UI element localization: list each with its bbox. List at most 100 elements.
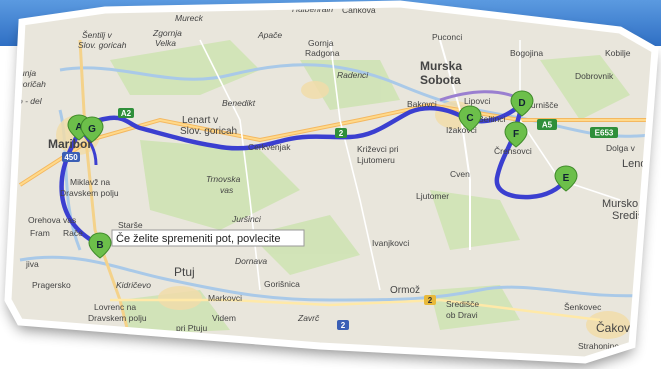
place-label: Središče bbox=[446, 299, 479, 309]
place-label: Gornja bbox=[308, 38, 334, 48]
svg-text:Če želite spremeniti pot, povl: Če želite spremeniti pot, povlecite bbox=[116, 232, 280, 245]
place-label: Ljutomer bbox=[416, 191, 449, 201]
place-label: Slov. goricah bbox=[78, 40, 127, 50]
svg-text:G: G bbox=[88, 124, 96, 135]
place-label: Dobrovnik bbox=[575, 71, 614, 81]
place-label: Markovci bbox=[208, 293, 242, 303]
marker-b[interactable]: B bbox=[88, 232, 112, 259]
place-label: Mursko bbox=[602, 198, 638, 210]
place-label: Radenci bbox=[337, 70, 369, 80]
shield-2b: 2 bbox=[337, 320, 349, 330]
place-label: Cerkvenjak bbox=[248, 142, 291, 152]
place-label: jiva bbox=[25, 259, 39, 269]
place-label: Črensovci bbox=[494, 146, 532, 156]
place-label: Miklavž na bbox=[70, 177, 110, 187]
place-label: Orehova vas bbox=[28, 215, 76, 225]
place-label: Benedikt bbox=[222, 98, 256, 108]
place-label: Sobota bbox=[420, 73, 461, 87]
place-label: Dravskem polju bbox=[88, 313, 147, 323]
place-label: Strahonine bbox=[578, 341, 619, 351]
place-label: vas bbox=[220, 185, 234, 195]
place-label: Ormož bbox=[390, 285, 420, 296]
place-label: Apače bbox=[257, 30, 282, 40]
place-label: ob Dravi bbox=[446, 310, 478, 320]
svg-text:B: B bbox=[96, 240, 103, 251]
svg-text:2: 2 bbox=[428, 296, 433, 305]
place-label: unja bbox=[20, 68, 36, 78]
place-label: Beltinci bbox=[478, 114, 506, 124]
place-label: Ivanjkovci bbox=[372, 238, 409, 248]
place-label: Križevci pri bbox=[357, 144, 399, 154]
place-label: Dravskem polju bbox=[60, 188, 119, 198]
svg-text:2: 2 bbox=[341, 321, 346, 330]
place-label: Starše bbox=[118, 220, 143, 230]
svg-text:A: A bbox=[75, 122, 82, 133]
forest-areas bbox=[110, 40, 630, 335]
marker-e[interactable]: E bbox=[554, 165, 578, 192]
shield-a2: A2 bbox=[118, 108, 134, 118]
svg-text:A2: A2 bbox=[121, 109, 132, 118]
marker-g[interactable]: G bbox=[80, 116, 104, 143]
place-label: Ljutomeru bbox=[357, 155, 395, 165]
place-label: Murska bbox=[420, 59, 462, 73]
place-label: Ižakovci bbox=[446, 125, 477, 135]
svg-text:C: C bbox=[466, 113, 473, 124]
place-label: o - del bbox=[18, 96, 43, 106]
place-label: Zgornja bbox=[152, 28, 182, 38]
place-label: Turnišče bbox=[526, 100, 559, 110]
place-label: Ptuj bbox=[174, 265, 195, 279]
svg-text:450: 450 bbox=[64, 153, 78, 162]
shield-e653: E653 bbox=[590, 127, 618, 138]
place-label: Rače bbox=[63, 228, 83, 238]
place-label: Lipovci bbox=[464, 96, 491, 106]
place-label: Mureck bbox=[175, 13, 204, 23]
place-label: Čakove bbox=[596, 320, 637, 335]
place-label: Lenart v bbox=[182, 115, 218, 126]
place-label: Maribor bbox=[48, 137, 92, 151]
marker-c[interactable]: C bbox=[458, 105, 482, 132]
shield-450: 450 bbox=[62, 152, 80, 162]
place-label: Pragersko bbox=[32, 280, 71, 290]
place-label: Šenkovec bbox=[564, 302, 602, 312]
place-label: Gorišnica bbox=[264, 279, 300, 289]
place-label: Dolga v bbox=[606, 143, 636, 153]
marker-d[interactable]: D bbox=[510, 90, 534, 117]
place-label: Videm bbox=[212, 313, 236, 323]
place-label: Trnovska bbox=[206, 174, 241, 184]
place-label: Juršinci bbox=[231, 214, 262, 224]
map-border bbox=[4, 0, 659, 364]
place-label: Cven bbox=[450, 169, 470, 179]
drag-route-tooltip: Če želite spremeniti pot, povlecite bbox=[111, 229, 305, 247]
place-label: Radgona bbox=[305, 48, 340, 58]
place-label: Središče bbox=[612, 210, 655, 222]
svg-text:E653: E653 bbox=[595, 129, 614, 138]
place-label: Cankova bbox=[342, 5, 376, 15]
place-label: Velka bbox=[155, 38, 176, 48]
place-label: Zavrč bbox=[297, 313, 320, 323]
place-label: Dornava bbox=[235, 256, 267, 266]
svg-text:A5: A5 bbox=[542, 121, 553, 130]
svg-text:2: 2 bbox=[339, 129, 344, 138]
road-shields: E653 A5 A2 2 2 2 450 bbox=[62, 108, 618, 330]
shield-2c: 2 bbox=[335, 128, 347, 138]
place-label: Lovrenc na bbox=[94, 302, 136, 312]
shield-a5: A5 bbox=[537, 119, 557, 130]
shield-2a: 2 bbox=[424, 295, 436, 305]
place-label: Bakovci bbox=[407, 99, 437, 109]
place-label: Kobilje bbox=[605, 48, 631, 58]
place-labels: Mureck Halbenrain Cankova Apače Puconci … bbox=[18, 4, 655, 351]
place-label: Šentilj v bbox=[82, 30, 113, 40]
route-markers[interactable]: A G B C D F E bbox=[67, 90, 578, 259]
place-label: Kidričevo bbox=[116, 280, 151, 290]
place-label: Bogojina bbox=[510, 48, 543, 58]
place-label: Fram bbox=[30, 228, 50, 238]
place-label: goričah bbox=[18, 79, 46, 89]
place-label: pri Ptuju bbox=[176, 323, 207, 333]
marker-f[interactable]: F bbox=[504, 121, 528, 148]
place-label: Slov. goricah bbox=[180, 126, 237, 137]
svg-text:E: E bbox=[563, 173, 570, 184]
svg-text:D: D bbox=[518, 98, 525, 109]
place-label: Puconci bbox=[432, 32, 462, 42]
svg-text:F: F bbox=[513, 129, 519, 140]
